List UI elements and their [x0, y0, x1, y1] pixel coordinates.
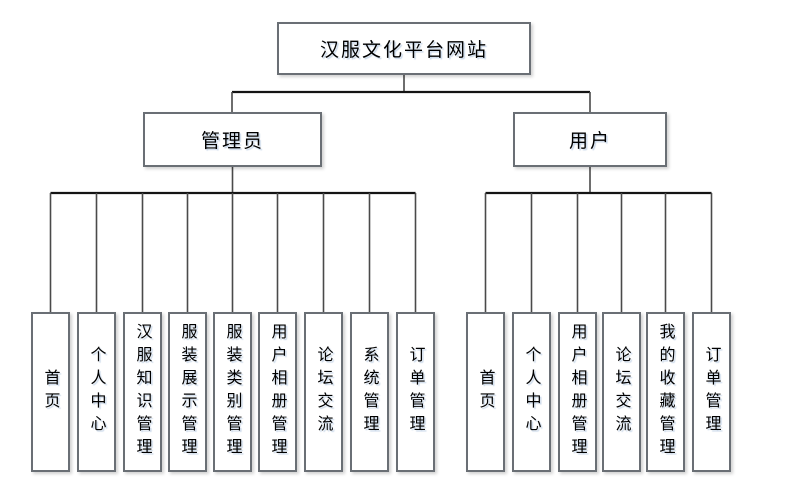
admin-child-system-management: 系统管理: [350, 312, 389, 472]
user-node: 用户: [513, 112, 667, 167]
user-child-user-album-management: 用户相册管理: [558, 312, 597, 472]
admin-child-user-album-management: 用户相册管理: [258, 312, 297, 472]
admin-child-clothing-display-management: 服装展示管理: [168, 312, 207, 472]
admin-child-order-management: 订单管理: [396, 312, 435, 472]
admin-child-personal-center: 个人中心: [77, 312, 116, 472]
user-child-home: 首页: [466, 312, 505, 472]
root-node: 汉服文化平台网站: [277, 22, 531, 75]
user-child-personal-center: 个人中心: [512, 312, 551, 472]
admin-child-forum-exchange: 论坛交流: [304, 312, 343, 472]
admin-child-home: 首页: [31, 312, 70, 472]
admin-child-clothing-category-management: 服装类别管理: [213, 312, 252, 472]
user-child-forum-exchange: 论坛交流: [602, 312, 641, 472]
admin-node: 管理员: [143, 112, 322, 167]
user-child-order-management: 订单管理: [692, 312, 731, 472]
admin-child-hanfu-knowledge-management: 汉服知识管理: [123, 312, 162, 472]
user-child-my-favorites-management: 我的收藏管理: [646, 312, 685, 472]
